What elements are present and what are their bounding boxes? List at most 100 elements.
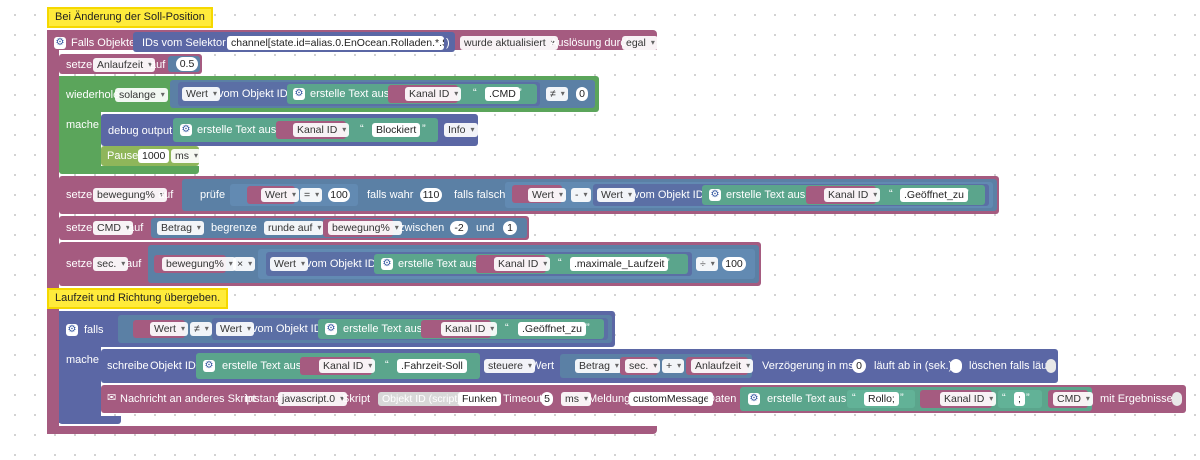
wert-dropdown[interactable]: Wert [597, 188, 635, 202]
kanal-dropdown[interactable]: Kanal ID [293, 123, 350, 137]
gear-icon[interactable]: ⚙ [66, 324, 78, 336]
gear-icon[interactable]: ⚙ [54, 37, 66, 49]
event-comment[interactable]: Bei Änderung der Soll-Position [47, 7, 213, 28]
kanal-dropdown[interactable]: Kanal ID [441, 322, 498, 336]
operator-dropdown[interactable]: - [571, 188, 591, 202]
gear-icon[interactable]: ⚙ [325, 323, 337, 335]
instance-dropdown[interactable]: javascript.0 [278, 392, 348, 406]
loop-spine [59, 76, 101, 172]
mode-dropdown[interactable]: wurde aktualisiert [460, 36, 558, 50]
var-dropdown[interactable]: Anlaufzeit [691, 359, 754, 373]
if-bottom [59, 416, 121, 424]
trigger-label: Falls Objekte [71, 37, 136, 49]
kanal-dropdown[interactable]: Kanal ID [824, 188, 881, 202]
number-field[interactable]: 100 [328, 188, 350, 202]
quote-close-icon: ” [586, 322, 590, 334]
wert-dropdown[interactable]: Wert [261, 188, 299, 202]
quote-close-icon: ” [965, 188, 969, 200]
vom-objekt-label: vom Objekt ID [306, 258, 376, 270]
funken-field[interactable]: Funken [458, 392, 502, 406]
script-field[interactable]: Objekt ID (script) [378, 392, 465, 406]
gear-icon[interactable]: ⚙ [709, 189, 721, 201]
number-field[interactable]: 0.5 [176, 57, 198, 71]
expire-label: läuft ab in (sek.) [874, 360, 953, 372]
betrag-dropdown[interactable]: Betrag [575, 359, 622, 373]
delay-label: Verzögerung in ms [762, 360, 854, 372]
round-dropdown[interactable]: runde auf [264, 221, 325, 235]
results-checkbox[interactable] [1172, 392, 1182, 406]
text-join-label: erstelle Text aus [767, 393, 847, 405]
quote-open-icon: “ [385, 359, 389, 371]
string-field[interactable]: Blockiert [372, 123, 421, 137]
wert-dropdown[interactable]: Wert [182, 87, 220, 101]
quote-open-icon: “ [360, 123, 364, 135]
instanz-label: Instanz [245, 393, 281, 405]
comment-block[interactable]: Laufzeit und Richtung übergeben. [47, 288, 229, 309]
number-field[interactable]: 1 [503, 221, 517, 235]
var-dropdown[interactable]: sec. [625, 359, 661, 373]
var-dropdown[interactable]: bewegung% [93, 188, 167, 202]
message-field[interactable]: customMessage [629, 392, 714, 406]
quote-close-icon: ” [900, 392, 904, 404]
string-field[interactable]: .Geöffnet_zu [900, 188, 968, 202]
string-field[interactable]: .Fahrzeit-Soll [397, 359, 467, 373]
var-dropdown[interactable]: CMD [93, 221, 133, 235]
var-dropdown[interactable]: bewegung% [162, 257, 236, 271]
operator-dropdown[interactable]: = [300, 188, 323, 202]
clear-checkbox[interactable] [1046, 359, 1056, 373]
loop-mode-dropdown[interactable]: solange [115, 88, 168, 102]
gear-icon[interactable]: ⚙ [293, 88, 305, 100]
expire-field[interactable] [950, 359, 962, 373]
wert-dropdown[interactable]: Wert [528, 188, 566, 202]
pause-value-field[interactable]: 1000 [138, 149, 170, 163]
kanal-dropdown[interactable]: Kanal ID [405, 87, 462, 101]
selector-field[interactable]: channel[state.id=alias.0.EnOcean.Rollade… [227, 36, 444, 50]
number-field[interactable]: 100 [722, 257, 746, 271]
var-dropdown[interactable]: Anlaufzeit [93, 58, 156, 72]
auf-label: auf [126, 258, 142, 270]
kanal-dropdown[interactable]: Kanal ID [319, 359, 376, 373]
delay-field[interactable]: 0 [852, 359, 866, 373]
var-dropdown[interactable]: CMD [1053, 392, 1093, 406]
kanal-dropdown[interactable]: Kanal ID [494, 257, 551, 271]
timeout-unit-dropdown[interactable]: ms [561, 392, 591, 406]
loop-label: wiederhole [66, 89, 120, 101]
text-join-label: erstelle Text aus [222, 360, 302, 372]
daten-label: Daten [707, 393, 737, 405]
steuere-dropdown[interactable]: steuere [484, 359, 536, 373]
operator-dropdown[interactable]: ÷ [696, 257, 718, 271]
betrag-dropdown[interactable]: Betrag [157, 221, 204, 235]
pause-unit-dropdown[interactable]: ms [171, 149, 201, 163]
setze-label: setze [66, 59, 93, 71]
trigger-dropdown[interactable]: egal [622, 36, 658, 50]
trigger-by-label: Auslösung durch [550, 37, 632, 49]
wert-dropdown[interactable]: Wert [216, 322, 254, 336]
kanal-dropdown[interactable]: Kanal ID [940, 392, 997, 406]
wert-label: Wert [531, 360, 555, 372]
string-field[interactable]: .maximale_Laufzeit [570, 257, 669, 271]
operator-dropdown[interactable]: ≠ [546, 87, 568, 101]
timeout-field[interactable]: 5 [541, 392, 553, 406]
number-field[interactable]: -2 [450, 221, 468, 235]
operator-dropdown[interactable]: × [233, 257, 256, 271]
var-dropdown[interactable]: bewegung% [328, 221, 402, 235]
string-field[interactable]: .Geöffnet_zu [518, 322, 586, 336]
string-field[interactable]: Rollo; [864, 392, 899, 406]
operator-dropdown[interactable]: ≠ [190, 322, 212, 336]
wert-dropdown[interactable]: Wert [150, 322, 188, 336]
level-dropdown[interactable]: Info [444, 123, 478, 137]
var-dropdown[interactable]: sec. [93, 257, 129, 271]
gear-icon[interactable]: ⚙ [203, 360, 215, 372]
wert-dropdown[interactable]: Wert [270, 257, 308, 271]
mache-label: mache [66, 354, 100, 366]
gear-icon[interactable]: ⚙ [180, 124, 192, 136]
meldung-label: Meldung [588, 393, 631, 405]
string-field[interactable]: .CMD [485, 87, 520, 101]
number-field[interactable]: 110 [420, 188, 442, 202]
string-field[interactable]: ; [1014, 392, 1025, 406]
gear-icon[interactable]: ⚙ [748, 393, 760, 405]
number-field[interactable]: 0 [576, 87, 588, 101]
gear-icon[interactable]: ⚙ [381, 258, 393, 270]
operator-dropdown[interactable]: + [662, 359, 685, 373]
quote-open-icon: “ [1002, 392, 1006, 404]
